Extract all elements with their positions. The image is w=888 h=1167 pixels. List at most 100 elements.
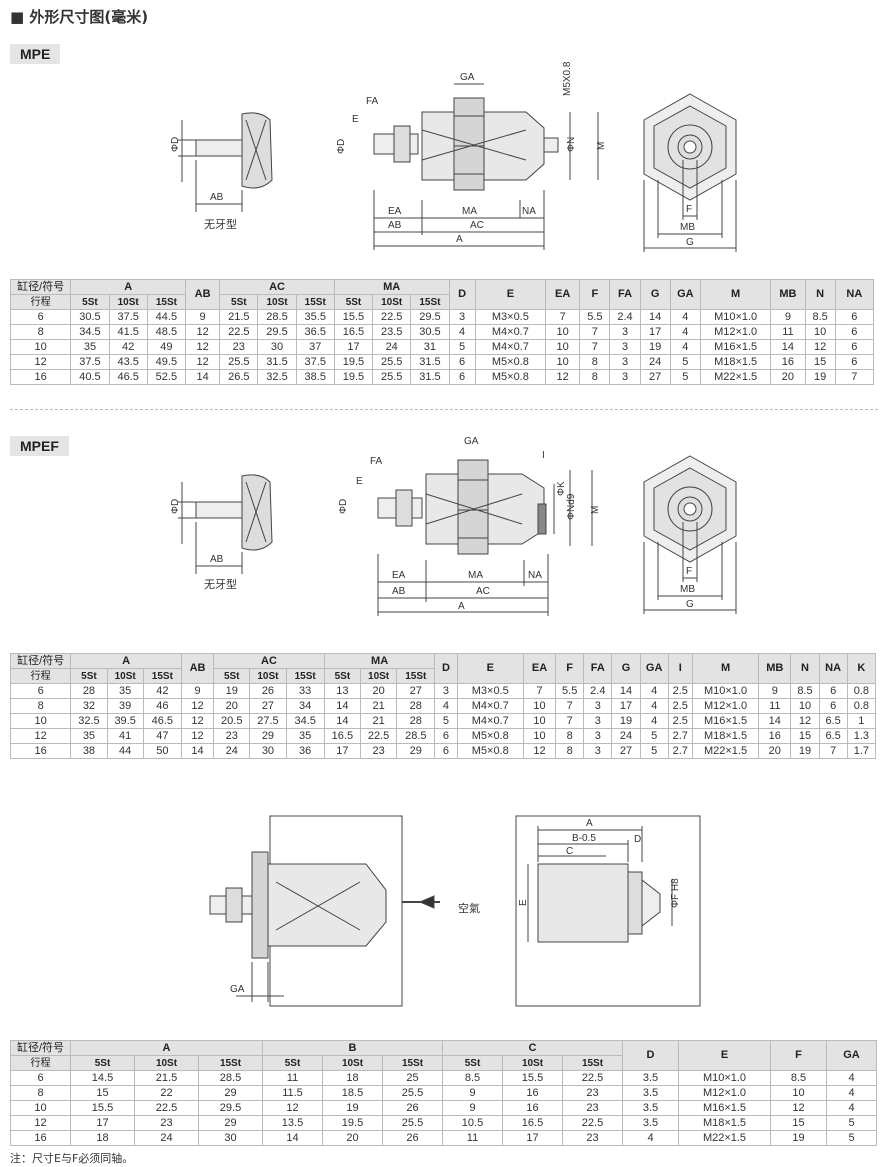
table-cell: 29.5 (257, 324, 297, 340)
table-cell: 12 (770, 1100, 827, 1116)
table-cell: 17 (333, 339, 374, 355)
stroke-10st: 10St (106, 668, 144, 684)
table-cell: 15 (790, 728, 820, 744)
table-cell: 18.5 (322, 1085, 383, 1101)
col-m: M (691, 653, 760, 684)
table-cell: 14 (323, 698, 361, 714)
table-cell: 4 (434, 698, 458, 714)
svg-text:M: M (596, 142, 607, 150)
table-cell: 11 (262, 1070, 323, 1086)
installation-drawing: GA 空氣 (209, 815, 480, 1007)
svg-text:ΦD: ΦD (338, 499, 349, 514)
col-n: N (804, 279, 836, 310)
table-cell: 30.5 (410, 324, 450, 340)
table-cell: 28 (70, 683, 108, 699)
no-thread-label-2: 无牙型 (204, 577, 237, 591)
table-cell: M4×0.7 (474, 339, 547, 355)
table-cell: 16.5 (333, 324, 374, 340)
table-cell: 37 (295, 339, 335, 355)
section-divider (10, 409, 878, 410)
table-cell: M4×0.7 (456, 713, 524, 729)
table-cell: M16×1.5 (678, 1100, 771, 1116)
svg-text:ΦD: ΦD (170, 499, 181, 514)
table-cell: 11 (770, 324, 806, 340)
table-cell: 22.5 (562, 1070, 623, 1086)
col-group-a: A (70, 279, 186, 295)
table-cell: 22.5 (562, 1115, 623, 1131)
table-cell: 16 (502, 1085, 563, 1101)
table-cell: 17 (323, 743, 361, 759)
table-cell: 8 (579, 354, 611, 370)
table-cell: 33 (285, 683, 325, 699)
table-cell: 18 (322, 1070, 383, 1086)
table-cell: 24 (134, 1130, 199, 1146)
svg-text:ΦD: ΦD (336, 139, 347, 154)
table-cell: 10 (545, 354, 581, 370)
stroke-10st: 10St (322, 1055, 383, 1071)
table-cell: 5 (669, 369, 701, 385)
table-cell: 3 (583, 728, 613, 744)
table-cell: 46.5 (142, 713, 182, 729)
col-i: I (667, 653, 693, 684)
col-k: K (846, 653, 877, 684)
table-cell: 23 (134, 1115, 199, 1131)
table-cell: 9 (442, 1100, 503, 1116)
table-cell: 0.8 (846, 683, 877, 699)
table-cell: 21 (359, 713, 398, 729)
table-cell: 46 (142, 698, 182, 714)
table-cell: 12 (9, 728, 72, 744)
col-g: G (639, 279, 671, 310)
col-group-ac: AC (213, 653, 325, 669)
table-cell: 5 (448, 339, 476, 355)
table-cell: 15.5 (502, 1070, 563, 1086)
stroke-15st: 15St (295, 294, 335, 310)
svg-text:AB: AB (388, 220, 402, 231)
table-cell: 30.5 (70, 309, 110, 325)
cap-drawing: AB-0.5CD E ΦF H8 (515, 815, 701, 1007)
col-fa: FA (583, 653, 613, 684)
mpe-no-thread-drawing: ΦD AB 无牙型 (170, 112, 273, 231)
table-cell: 38 (70, 743, 108, 759)
table-cell: 30 (198, 1130, 263, 1146)
table-cell: 15 (804, 354, 836, 370)
page-title: ■ 外形尺寸图(毫米) (10, 8, 149, 26)
table-cell: 2.5 (667, 713, 693, 729)
table-cell: M4×0.7 (456, 698, 524, 714)
table-cell: 15 (70, 1085, 135, 1101)
table-cell: M5×0.8 (474, 369, 547, 385)
table-cell: M4×0.7 (474, 324, 547, 340)
table-cell: 22.5 (372, 309, 412, 325)
table-cell: M12×1.0 (691, 698, 760, 714)
table-cell: 4 (669, 309, 701, 325)
table-cell: 28.5 (198, 1070, 263, 1086)
table-cell: 4 (826, 1070, 877, 1086)
svg-text:B-0.5: B-0.5 (572, 833, 596, 844)
svg-text:MA: MA (468, 570, 483, 581)
table-cell: M18×1.5 (678, 1115, 771, 1131)
table-cell: 21 (359, 698, 398, 714)
table-cell: 35 (70, 339, 110, 355)
svg-text:AC: AC (470, 220, 484, 231)
table-cell: 10 (790, 698, 820, 714)
table-cell: 32.5 (70, 713, 108, 729)
table-cell: 42 (142, 683, 182, 699)
table-cell: 10 (9, 339, 72, 355)
table-cell: 1.7 (846, 743, 877, 759)
table-cell: 35 (285, 728, 325, 744)
table-cell: 5.5 (555, 683, 585, 699)
table-cell: 7 (579, 339, 611, 355)
col-group-ac: AC (219, 279, 335, 295)
table-cell: 28 (396, 713, 436, 729)
table-cell: 14 (770, 339, 806, 355)
table-cell: 6 (818, 683, 848, 699)
table-cell: 19.5 (322, 1115, 383, 1131)
table-cell: 10 (522, 698, 557, 714)
stroke-15st: 15St (562, 1055, 623, 1071)
table-cell: 18 (70, 1130, 135, 1146)
svg-text:NA: NA (528, 570, 542, 581)
table-cell: 40.5 (70, 369, 110, 385)
